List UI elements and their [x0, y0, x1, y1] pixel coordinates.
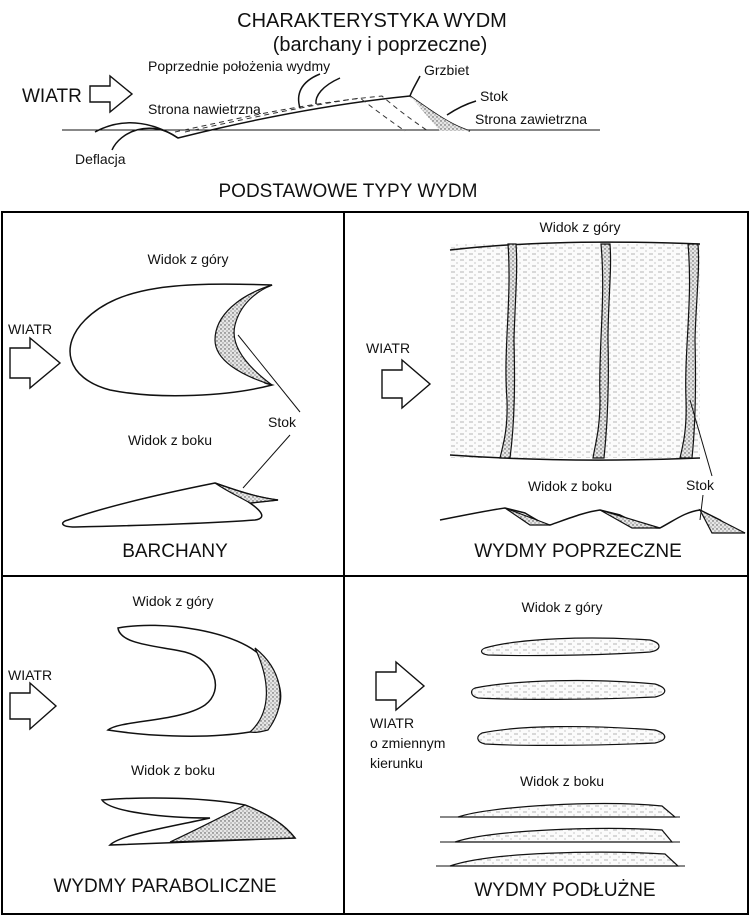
longitudinal-wind-line3: kierunku: [370, 755, 423, 771]
barchans-name: BARCHANY: [122, 541, 228, 562]
leeward-label: Strona zawietrzna: [475, 111, 587, 127]
barchan-slip-face: [214, 284, 273, 386]
barchans-top-view-label: Widok z góry: [148, 251, 229, 267]
pointer-slope: [446, 100, 477, 116]
barchan-side-shape: [61, 482, 279, 528]
subtitle: PODSTAWOWE TYPY WYDM: [219, 181, 478, 202]
parabolic-top-view-label: Widok z góry: [133, 593, 214, 609]
longitudinal-ridge-2: [471, 679, 666, 700]
transverse-top-view-label: Widok z góry: [540, 219, 621, 235]
crest-label: Grzbiet: [424, 62, 469, 78]
parabolic-wind-label: WIATR: [8, 667, 52, 683]
transverse-side-slip-3: [698, 508, 746, 534]
longitudinal-wind-line1: WIATR: [370, 715, 414, 731]
transverse-ridge-2: [592, 243, 612, 459]
transverse-side-slip-1: [504, 507, 551, 526]
transverse-slope-pointer-side: [699, 494, 704, 521]
dune-profile: [62, 73, 600, 151]
pointer-previous-2: [315, 77, 341, 105]
transverse-bottom-edge: [449, 454, 701, 461]
transverse-top-edge: [449, 241, 701, 251]
barchans-wind-label: WIATR: [8, 321, 52, 337]
title-line1: CHARAKTERYSTYKA WYDM: [237, 10, 507, 32]
profile-wind-label: WIATR: [22, 86, 82, 107]
pointer-deflation: [111, 127, 179, 151]
transverse-side-slip-2: [599, 509, 661, 529]
barchans-slope-label: Stok: [268, 414, 297, 430]
barchans-slope-pointer-side: [242, 434, 291, 489]
transverse-side-view-label: Widok z boku: [528, 478, 612, 494]
barchans-slope-pointer-top: [237, 334, 301, 413]
transverse-wind-label: WIATR: [366, 340, 410, 356]
title-line2: (barchany i poprzeczne): [273, 34, 488, 56]
dune-outline: [94, 95, 471, 139]
longitudinal-ridge-3: [477, 725, 666, 746]
longitudinal-side-view-label: Widok z boku: [520, 773, 604, 789]
longitudinal-wind-arrow: [375, 660, 426, 712]
longitudinal-top-view-label: Widok z góry: [522, 599, 603, 615]
slope-label: Stok: [480, 88, 509, 104]
previous-positions-label: Poprzednie położenia wydmy: [148, 58, 330, 74]
longitudinal-side-ridge-3: [449, 851, 680, 867]
barchan-side-slip-face: [214, 482, 279, 504]
transverse-slope-pointer-top: [689, 399, 713, 477]
parabolic-side-view-label: Widok z boku: [131, 762, 215, 778]
transverse-slope-label: Stok: [686, 477, 715, 493]
transverse-side-profile: [439, 507, 746, 534]
barchans-wind-arrow: [9, 336, 62, 390]
previous-position-1: [174, 95, 429, 133]
longitudinal-ridge-1: [481, 637, 660, 657]
previous-position-2: [184, 97, 406, 133]
parabolic-slip-face: [248, 647, 281, 733]
transverse-name: WYDMY POPRZECZNE: [474, 541, 682, 562]
parabolic-wind-arrow: [9, 681, 58, 731]
transverse-sand-field: [450, 244, 700, 458]
transverse-ridge-3: [679, 243, 700, 459]
leeward-slope-shade: [410, 96, 470, 131]
pointer-previous-1: [297, 73, 321, 109]
pointer-crest: [409, 75, 421, 97]
longitudinal-side-ridge-1: [457, 803, 677, 818]
parabolic-side-slip-face: [169, 804, 297, 843]
longitudinal-side-ridge-2: [454, 827, 674, 843]
deflation-label: Deflacja: [75, 151, 126, 167]
parabolic-name: WYDMY PARABOLICZNE: [53, 876, 276, 897]
parabolic-top-shape: [106, 624, 282, 737]
longitudinal-name: WYDMY PODŁUŻNE: [474, 880, 655, 901]
panel-longitudinal: [343, 575, 749, 915]
barchans-side-view-label: Widok z boku: [128, 432, 212, 448]
longitudinal-wind-line2: o zmiennym: [370, 735, 445, 751]
windward-label: Strona nawietrzna: [148, 101, 261, 117]
wind-arrow: [89, 74, 134, 114]
transverse-wind-arrow: [381, 358, 432, 410]
parabolic-side-shape: [100, 797, 297, 846]
transverse-ridge-1: [499, 243, 518, 459]
